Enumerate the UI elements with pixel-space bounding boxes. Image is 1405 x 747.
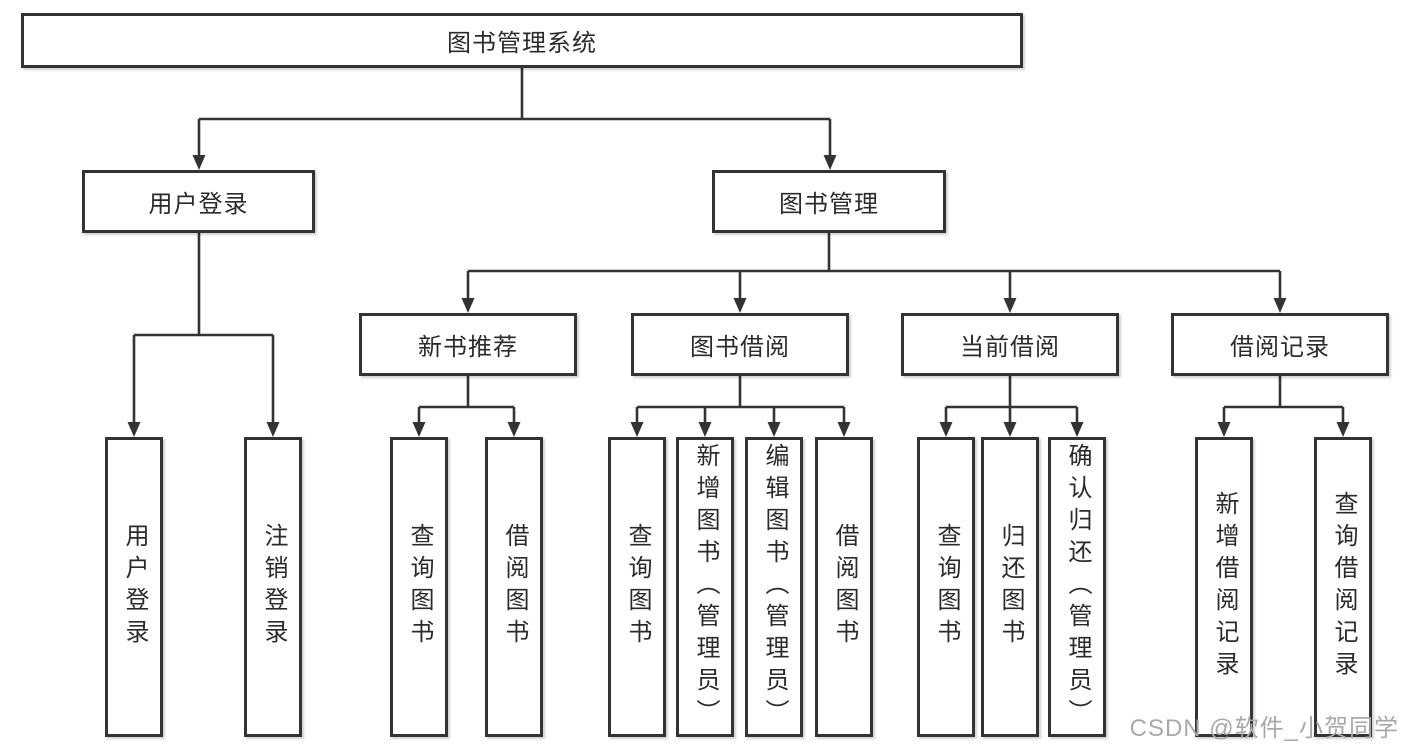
node-new-book-recommend: 新书推荐 <box>359 313 577 376</box>
node-label: 查询图书 <box>406 523 433 651</box>
node-book-management: 图书管理 <box>712 170 946 233</box>
node-label: 查询图书 <box>624 523 651 651</box>
node-leaf-return-books: 归还图书 <box>981 437 1039 737</box>
node-leaf-add-borrow-record: 新增借阅记录 <box>1195 437 1253 737</box>
node-borrow-records: 借阅记录 <box>1171 313 1389 376</box>
node-label: 图书借阅 <box>690 334 790 361</box>
node-label: 图书管理系统 <box>447 30 597 57</box>
node-label: 借阅图书 <box>831 523 858 651</box>
node-leaf-borrow-books-recommend: 借阅图书 <box>485 437 543 737</box>
node-leaf-confirm-return-admin: 确认归还（管理员） <box>1048 437 1106 737</box>
node-label: 新增借阅记录 <box>1211 491 1238 683</box>
node-label: 查询图书 <box>933 523 960 651</box>
node-label: 查询借阅记录 <box>1330 491 1357 683</box>
node-leaf-user-login: 用户登录 <box>105 437 163 737</box>
node-label: 当前借阅 <box>960 334 1060 361</box>
node-leaf-logout: 注销登录 <box>244 437 302 737</box>
node-leaf-query-books-current: 查询图书 <box>917 437 975 737</box>
node-label: 新书推荐 <box>418 334 518 361</box>
node-leaf-borrow-books: 借阅图书 <box>815 437 873 737</box>
node-label: 确认归还（管理员） <box>1064 443 1091 731</box>
node-label: 用户登录 <box>148 191 249 218</box>
node-label: 编辑图书（管理员） <box>761 443 788 731</box>
node-library-management-system: 图书管理系统 <box>21 13 1023 68</box>
node-label: 用户登录 <box>121 523 148 651</box>
node-leaf-query-books-borrowing: 查询图书 <box>608 437 666 737</box>
node-leaf-query-books-recommend: 查询图书 <box>390 437 448 737</box>
node-label: 图书管理 <box>779 191 879 218</box>
node-label: 新增图书（管理员） <box>692 443 719 731</box>
csdn-watermark: CSDN @软件_小贺同学 <box>1129 715 1399 742</box>
node-label: 借阅图书 <box>501 523 528 651</box>
node-current-borrowing: 当前借阅 <box>901 313 1119 376</box>
node-book-borrowing: 图书借阅 <box>631 313 849 376</box>
node-user-login: 用户登录 <box>82 170 315 233</box>
node-leaf-query-borrow-record: 查询借阅记录 <box>1314 437 1372 737</box>
node-leaf-add-books-admin: 新增图书（管理员） <box>676 437 734 737</box>
node-label: 借阅记录 <box>1230 334 1330 361</box>
node-label: 注销登录 <box>260 523 287 651</box>
node-label: 归还图书 <box>997 523 1024 651</box>
node-leaf-edit-books-admin: 编辑图书（管理员） <box>745 437 803 737</box>
